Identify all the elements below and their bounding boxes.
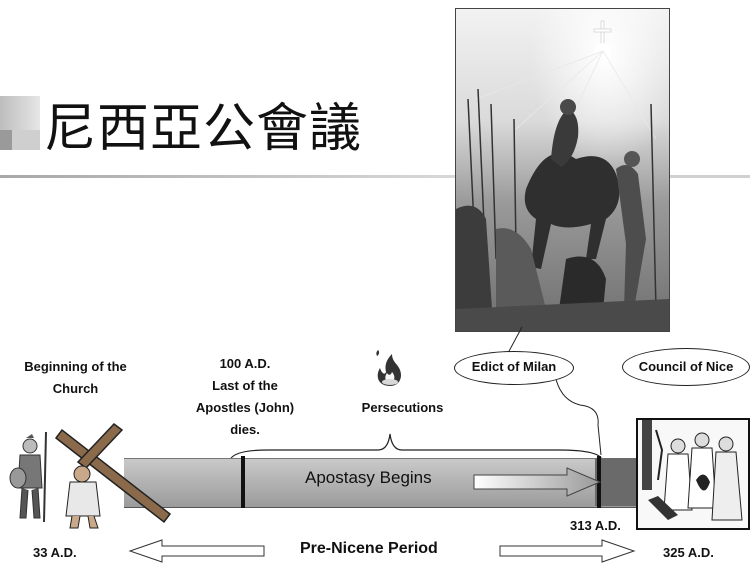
apostles-label-line4: dies.	[230, 422, 260, 437]
title-decoration-block	[0, 96, 40, 130]
council-illustration	[636, 418, 750, 530]
year-325ad-label: 325 A.D.	[663, 545, 714, 560]
persecution-brace	[229, 433, 603, 461]
period-arrow-right	[499, 539, 636, 563]
beginning-label-line2: Church	[52, 381, 99, 396]
apostasy-begins-label: Apostasy Begins	[305, 468, 432, 487]
council-art	[638, 420, 748, 528]
last-apostle-label: 100 A.D. Last of the Apostles (John) die…	[180, 353, 310, 441]
cross-bearer-illustration	[54, 422, 172, 529]
apostasy-arrow	[473, 467, 602, 497]
timeline-bar-end	[595, 458, 636, 506]
year-33ad-label: 33 A.D.	[33, 545, 77, 560]
apostles-label-line3: Apostles (John)	[195, 400, 295, 415]
pre-nicene-period-label: Pre-Nicene Period	[300, 540, 438, 557]
beginning-label-line1: Beginning of the	[24, 359, 127, 374]
edict-of-milan-label: Edict of Milan	[454, 351, 574, 385]
title-underline	[0, 175, 455, 178]
persecutions-label: Persecutions	[361, 400, 444, 415]
title-decoration-block-dark	[0, 130, 12, 150]
fire-icon	[376, 350, 401, 386]
title-decoration-block-light	[12, 130, 40, 150]
soldier-illustration	[9, 431, 47, 523]
title-underline-right	[668, 175, 750, 178]
council-of-nice-label: Council of Nice	[622, 348, 750, 386]
apostles-label-line2: Last of the	[212, 378, 278, 393]
vision-of-cross-engraving	[455, 8, 670, 332]
period-arrow-left	[128, 539, 265, 563]
timeline-tick-100ad	[241, 456, 245, 508]
apostles-label-line1: 100 A.D.	[219, 356, 271, 371]
edict-connector-lines	[507, 326, 602, 456]
page-title: 尼西亞公會議	[44, 99, 363, 159]
engraving-art	[456, 9, 669, 331]
beginning-of-church-label: Beginning of the Church	[8, 356, 143, 400]
year-313ad-label: 313 A.D.	[570, 518, 621, 533]
